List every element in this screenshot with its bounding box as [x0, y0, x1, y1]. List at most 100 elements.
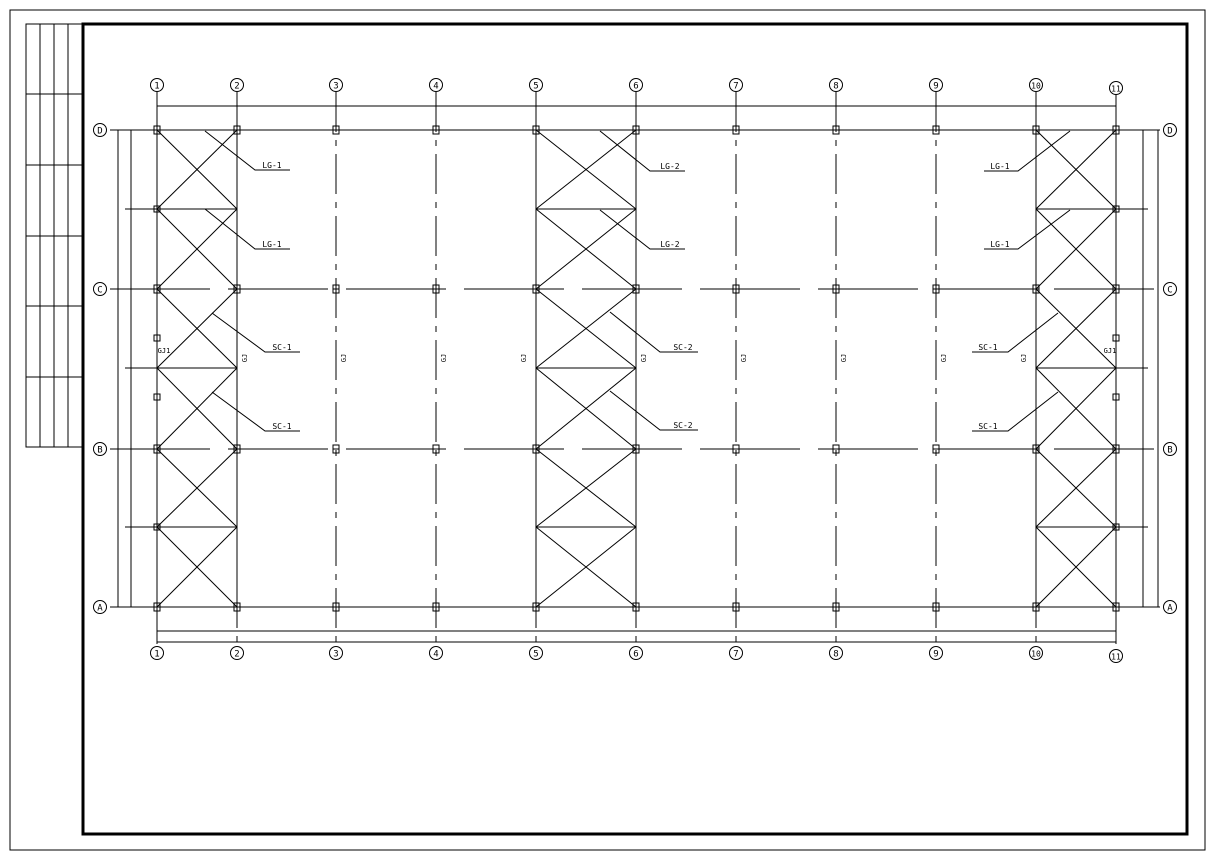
axis-bubble [93, 442, 107, 456]
bracing-label: SC-1 [978, 343, 997, 352]
cross-brace [535, 367, 637, 450]
bracing-label: SC-1 [272, 343, 291, 352]
leader-line [984, 209, 1071, 250]
column-axis-label: 3 [333, 82, 338, 92]
axis-bubble [629, 646, 643, 660]
column-axis-label: 6 [633, 650, 638, 660]
frame-label: GJ [940, 354, 948, 362]
wind-column-icon [1112, 393, 1120, 401]
leader-line [211, 312, 300, 353]
cross-brace [156, 208, 238, 290]
leader-line [609, 390, 698, 431]
axis-bubble [1163, 442, 1177, 456]
leader-line [204, 130, 290, 171]
axis-bubble [729, 646, 743, 660]
wind-column-icon [1112, 205, 1120, 213]
axis-bubble [929, 78, 943, 92]
row-axis-label: C [97, 286, 102, 296]
wind-column-icon [153, 205, 161, 213]
row-axis-label: D [97, 127, 102, 137]
row-axis-label: B [97, 446, 102, 456]
row-axis-label: B [1167, 446, 1172, 456]
axis-bubble [93, 123, 107, 137]
leader-line [204, 208, 290, 250]
column-axis-label: 8 [833, 650, 838, 660]
frame-label: GJ [340, 354, 348, 362]
bracing-label: LG-2 [660, 162, 679, 171]
axis-bubble [150, 646, 164, 660]
column-axis-label: 9 [933, 82, 938, 92]
cross-brace [1035, 448, 1117, 528]
column-axis-label: 11 [1111, 85, 1121, 94]
wind-column-icon [153, 393, 161, 401]
cross-brace [535, 288, 637, 369]
column-axis-label: 11 [1111, 653, 1121, 662]
column-axis-label: 10 [1031, 82, 1041, 91]
column-axis-label: 4 [433, 82, 438, 92]
column-axis-label: 7 [733, 650, 738, 660]
row-axis-label: A [1167, 604, 1173, 614]
axis-bubble [429, 646, 443, 660]
frame-label: GJ [241, 354, 249, 362]
column-axis-label: 4 [433, 650, 438, 660]
leader-line [211, 391, 300, 432]
row-axis-label: D [1167, 127, 1172, 137]
gable-frame-label: GJ1 [1104, 347, 1117, 355]
bracing-label: LG-1 [990, 240, 1009, 249]
leader-line [972, 312, 1059, 353]
cross-brace [156, 448, 238, 528]
cross-brace [1035, 288, 1117, 369]
axis-bubble [329, 646, 343, 660]
axis-bubble [529, 78, 543, 92]
leader-line [599, 130, 685, 172]
column-axis-label: 9 [933, 650, 938, 660]
drawing-frame [81, 22, 1189, 836]
column-axis-label: 2 [234, 82, 239, 92]
cross-brace [535, 448, 637, 528]
axis-bubble [329, 78, 343, 92]
bracing-label: SC-1 [978, 422, 997, 431]
column-axis-label: 5 [533, 82, 538, 92]
cross-brace [1035, 367, 1117, 450]
frame-label: GJ [840, 354, 848, 362]
cross-brace [1035, 526, 1117, 608]
axis-bubble [1163, 123, 1177, 137]
axis-bubble [93, 282, 107, 296]
bracing-label: SC-2 [673, 421, 692, 430]
wind-column-icon [1112, 523, 1120, 531]
axis-bubble [729, 78, 743, 92]
column-axis-label: 2 [234, 650, 239, 660]
row-axis-label: C [1167, 286, 1172, 296]
row-axis-label: A [97, 604, 103, 614]
cross-brace [1035, 208, 1117, 290]
axis-bubble [1163, 600, 1177, 614]
axis-bubble [150, 78, 164, 92]
frame-label: GJ [520, 354, 528, 362]
column-axis-label: 6 [633, 82, 638, 92]
leader-line [984, 130, 1071, 172]
bracing-label: LG-2 [660, 240, 679, 249]
axis-bubble [429, 78, 443, 92]
bracing-label: LG-1 [262, 161, 281, 170]
frame-label: GJ [440, 354, 448, 362]
leader-line [972, 391, 1059, 432]
column-axis-label: 10 [1031, 650, 1041, 659]
axis-bubble [1109, 81, 1123, 95]
wind-column-icon [153, 334, 161, 342]
axis-bubble [93, 600, 107, 614]
leader-line [599, 209, 685, 250]
cross-brace [156, 367, 238, 450]
axis-bubble [1163, 282, 1177, 296]
outer-border [9, 9, 1206, 851]
axis-bubble [230, 646, 244, 660]
leader-line [609, 311, 698, 353]
wind-column-icon [153, 523, 161, 531]
column-axis-label: 1 [154, 82, 159, 92]
cross-brace [156, 288, 238, 369]
axis-bubble [529, 646, 543, 660]
bracing-label: LG-1 [990, 162, 1009, 171]
bracing-label: SC-2 [673, 343, 692, 352]
axis-bubble [829, 646, 843, 660]
gable-frame-label: GJ1 [158, 347, 171, 355]
